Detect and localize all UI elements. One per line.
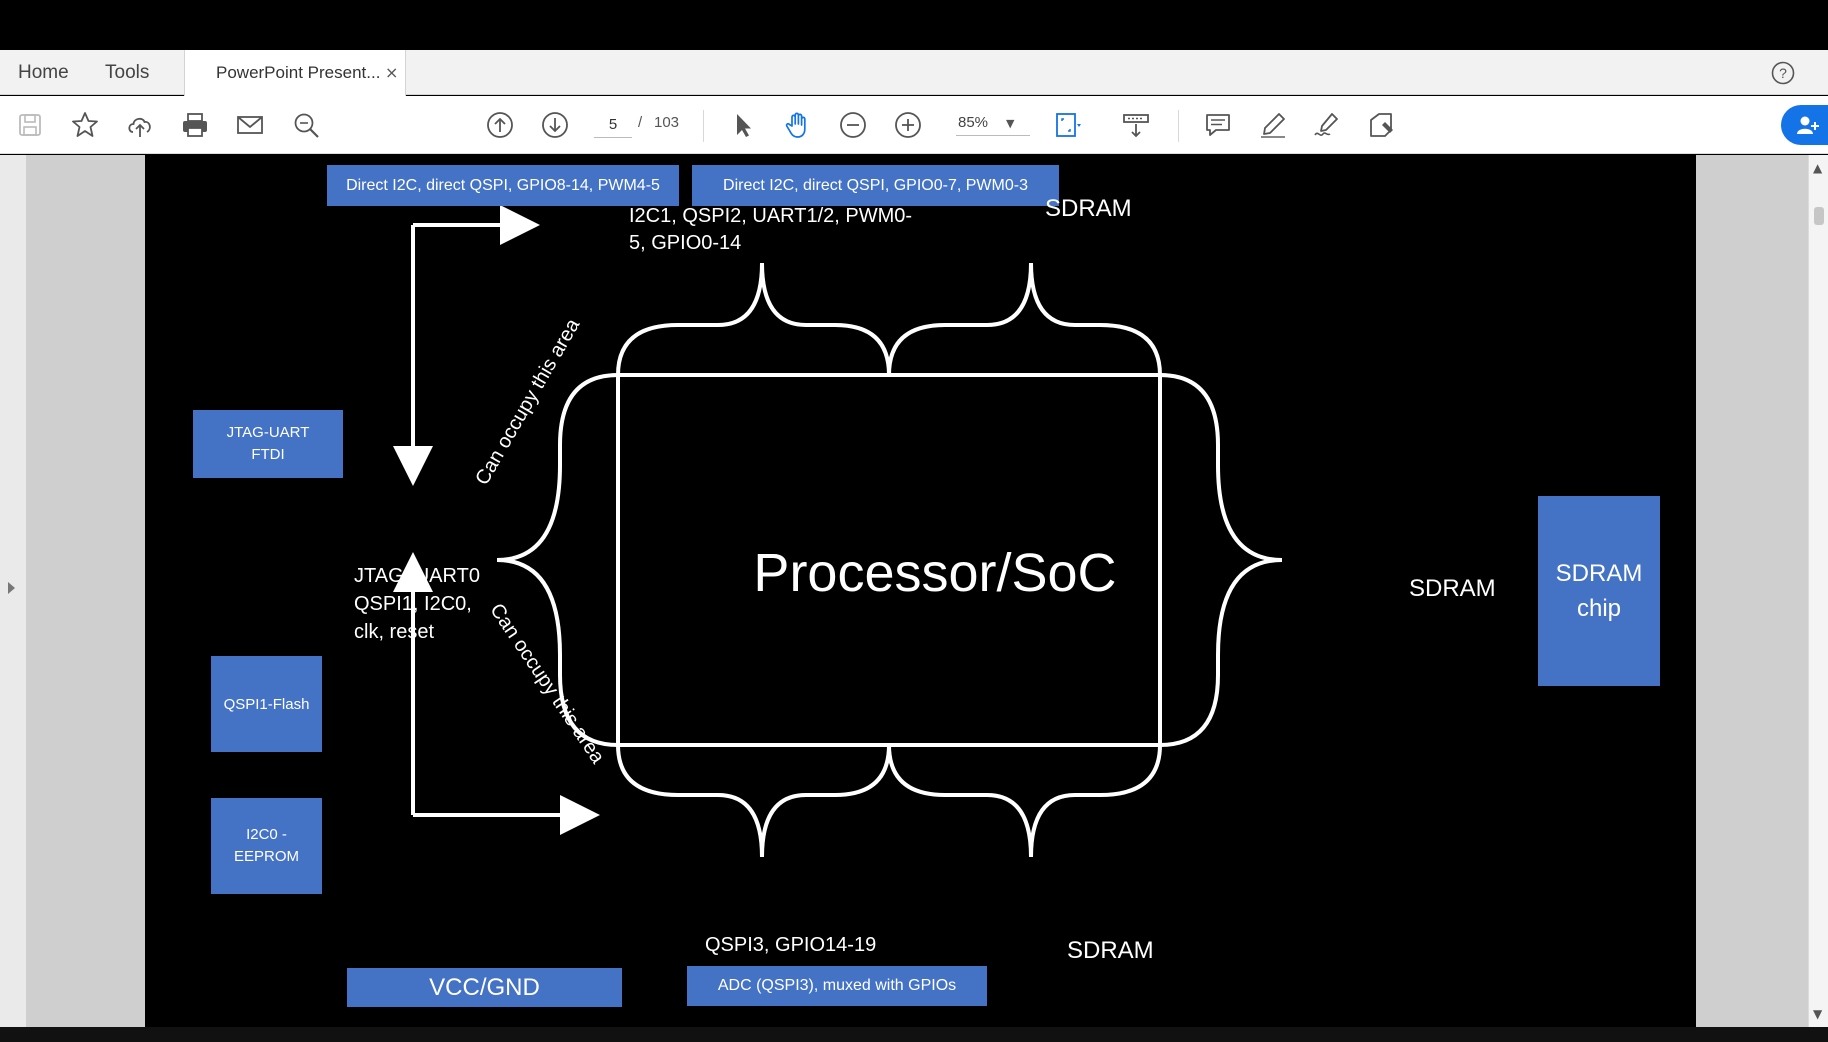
vcc-gnd-box: VCC/GND [347,968,622,1007]
expand-panel-icon[interactable] [8,582,15,594]
page-number-input[interactable] [594,112,632,138]
scrollbar-thumb[interactable] [1814,207,1824,225]
upload-cloud-icon[interactable] [125,110,155,140]
help-icon[interactable]: ? [1771,61,1795,85]
hand-tool-icon[interactable] [783,110,813,140]
bottom-signals-label: QSPI3, GPIO14-19 [705,934,877,956]
eeprom-box: I2C0 - EEPROM [211,798,322,894]
print-icon[interactable] [180,110,210,140]
soc-diagram: Can occupy this area Can occupy this are… [393,205,1283,858]
sdram-bottom-label: SDRAM [1067,937,1154,964]
save-icon[interactable] [15,110,45,140]
bookmark-star-icon[interactable] [70,110,100,140]
left-brace [496,373,619,747]
adc-box: ADC (QSPI3), muxed with GPIOs [687,966,987,1006]
sign-icon[interactable] [1312,110,1342,140]
right-brace [1159,373,1283,747]
highlight-pen-icon[interactable] [1258,110,1288,140]
select-cursor-icon[interactable] [728,110,758,140]
scroll-down-icon[interactable]: ▼ [1813,1007,1823,1021]
comment-icon[interactable] [1203,110,1233,140]
toolbar [0,96,1828,154]
tab-home[interactable]: Home [18,62,69,83]
add-user-button[interactable] [1781,105,1828,145]
can-occupy-bottom-label: Can occupy this area [485,600,609,769]
zoom-out-icon[interactable] [838,110,868,140]
vertical-scrollbar[interactable]: ▲ ▼ [1808,155,1828,1027]
sdram-chip-box: SDRAM chip [1538,496,1660,686]
document-tab-label: PowerPoint Present... [216,63,381,82]
tab-document[interactable]: PowerPoint Present... × [184,50,406,96]
bottom-left-brace [616,744,891,858]
edit-tag-icon[interactable] [1367,110,1397,140]
tab-bar: Home Tools PowerPoint Present... × [0,50,1828,96]
zoom-in-icon[interactable] [893,110,923,140]
bottom-right-brace [887,744,1162,858]
direct-i2c-box-left: Direct I2C, direct QSPI, GPIO8-14, PWM4-… [327,165,679,206]
sdram-right-label: SDRAM [1409,575,1496,602]
top-left-brace [616,262,891,376]
fit-page-icon[interactable] [1052,110,1082,140]
close-tab-icon[interactable]: × [385,63,399,82]
page-down-icon[interactable] [540,110,570,140]
direct-i2c-box-right: Direct I2C, direct QSPI, GPIO0-7, PWM0-3 [692,165,1059,206]
top-right-brace [887,262,1162,376]
qspi-flash-box: QSPI1-Flash [211,656,322,752]
tab-tools[interactable]: Tools [105,62,150,83]
top-signals-label: I2C1, QSPI2, UART1/2, PWM0- 5, GPIO0-14 [629,205,913,254]
toolbar-separator [1178,110,1179,142]
viewer-margin [1696,155,1808,1027]
slide-page: Can occupy this area Can occupy this are… [145,155,1696,1027]
page-total: 103 [654,114,680,131]
processor-label: Processor/SoC [753,543,1116,603]
scroll-mode-icon[interactable] [1121,110,1151,140]
screen-bottom-bar [0,1027,1828,1042]
page-up-icon[interactable] [485,110,515,140]
screen-top-bar [0,0,1828,50]
sdram-top-label: SDRAM [1045,195,1132,222]
svg-text:?: ? [1779,65,1787,81]
zoom-dropdown[interactable]: 85% [956,114,1030,136]
chevron-down-icon[interactable]: ▼ [1006,117,1015,130]
toolbar-separator [703,110,704,142]
search-zoom-icon[interactable] [291,110,321,140]
email-icon[interactable] [235,110,265,140]
left-signals-label: JTAG, UART0 QSPI1, I2C0, clk, reset [354,565,480,643]
page-separator: / [638,114,643,131]
left-panel-rail [0,155,27,1027]
add-user-icon [1795,113,1819,141]
scroll-up-icon[interactable]: ▲ [1813,161,1823,175]
jtag-uart-box: JTAG-UART FTDI [193,410,343,478]
